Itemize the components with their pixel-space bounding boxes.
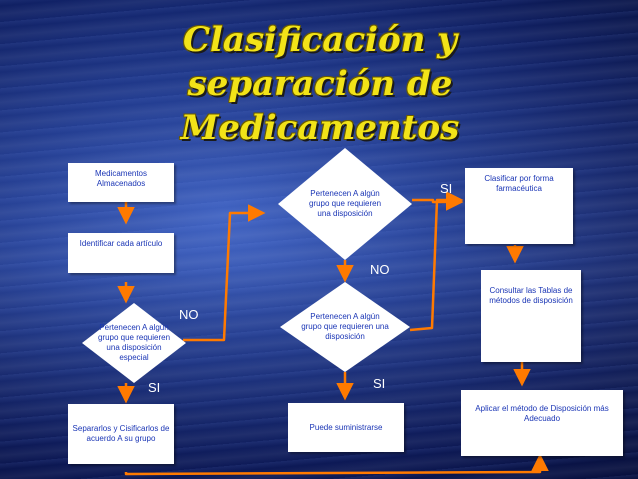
label-no-left: NO bbox=[179, 307, 199, 322]
decision-mid: Pertenecen A algún grupo que requieren u… bbox=[280, 282, 410, 372]
node-medicamentos-almacenados: Medicamentos Almacenados bbox=[68, 163, 174, 202]
arrow-mid-right bbox=[409, 191, 464, 332]
title-line-1: Clasificación y bbox=[182, 20, 458, 60]
title-line-3: Medicamentos bbox=[180, 108, 460, 148]
decision-especial: Pertenecen A algún grupo que requieren u… bbox=[82, 303, 186, 383]
node-clasificar-por-forma: Clasificar por forma farmacéutica bbox=[465, 168, 573, 244]
label-si-mid: SI bbox=[373, 376, 386, 391]
node-puede-suministrarse: Puede suministrarse bbox=[288, 403, 404, 452]
node-separarlos: Separarlos y Cisificarlos de acuerdo A s… bbox=[68, 404, 174, 464]
node-aplicar-metodo: Aplicar el método de Disposición más Ade… bbox=[461, 390, 623, 456]
arrow-no-left bbox=[183, 204, 266, 342]
label-si-left: SI bbox=[148, 380, 161, 395]
node-consultar-tablas: Consultar las Tablas de métodos de dispo… bbox=[481, 270, 581, 362]
arrow-bottom-return bbox=[124, 453, 549, 476]
node-identificar-cada-articulo: Identificar cada artículo bbox=[68, 233, 174, 273]
decision-top: Pertenecen A algún grupo que requieren u… bbox=[278, 148, 412, 260]
label-no-top: NO bbox=[370, 262, 390, 277]
page-title: Clasificación y separación de Medicament… bbox=[120, 18, 520, 150]
title-line-2: separación de bbox=[187, 64, 453, 104]
label-si-top: SI bbox=[440, 181, 453, 196]
